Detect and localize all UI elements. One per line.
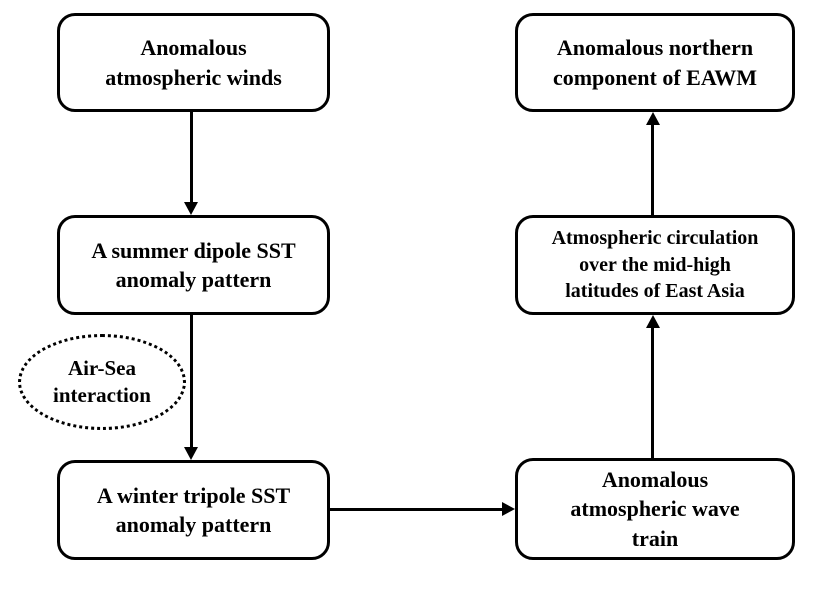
arrow-line: [651, 328, 654, 458]
node-label: A summer dipole SST anomaly pattern: [91, 237, 296, 292]
node-anomalous-atmospheric-winds: Anomalous atmospheric winds: [57, 13, 330, 112]
node-anomalous-northern-eawm: Anomalous northern component of EAWM: [515, 13, 795, 112]
arrow-line: [651, 125, 654, 215]
node-label: Anomalous atmospheric winds: [105, 35, 282, 90]
arrow-head-down-icon: [184, 202, 198, 215]
arrow-head-down-icon: [184, 447, 198, 460]
node-winter-tripole-sst: A winter tripole SST anomaly pattern: [57, 460, 330, 560]
node-label: A winter tripole SST anomaly pattern: [96, 482, 291, 537]
arrow-line: [330, 508, 502, 511]
node-label: Air-Sea interaction: [53, 355, 151, 407]
node-anomalous-wave-train: Anomalous atmospheric wave train: [515, 458, 795, 560]
node-label: Atmospheric circulation over the mid-hig…: [551, 227, 759, 303]
node-summer-dipole-sst: A summer dipole SST anomaly pattern: [57, 215, 330, 315]
node-label: Anomalous atmospheric wave train: [570, 467, 740, 551]
arrow-head-up-icon: [646, 112, 660, 125]
node-air-sea-interaction: Air-Sea interaction: [18, 334, 186, 430]
arrow-line: [190, 315, 193, 447]
arrow-head-right-icon: [502, 502, 515, 516]
arrow-head-up-icon: [646, 315, 660, 328]
node-label: Anomalous northern component of EAWM: [552, 35, 758, 90]
node-atmospheric-circulation: Atmospheric circulation over the mid-hig…: [515, 215, 795, 315]
arrow-line: [190, 112, 193, 203]
